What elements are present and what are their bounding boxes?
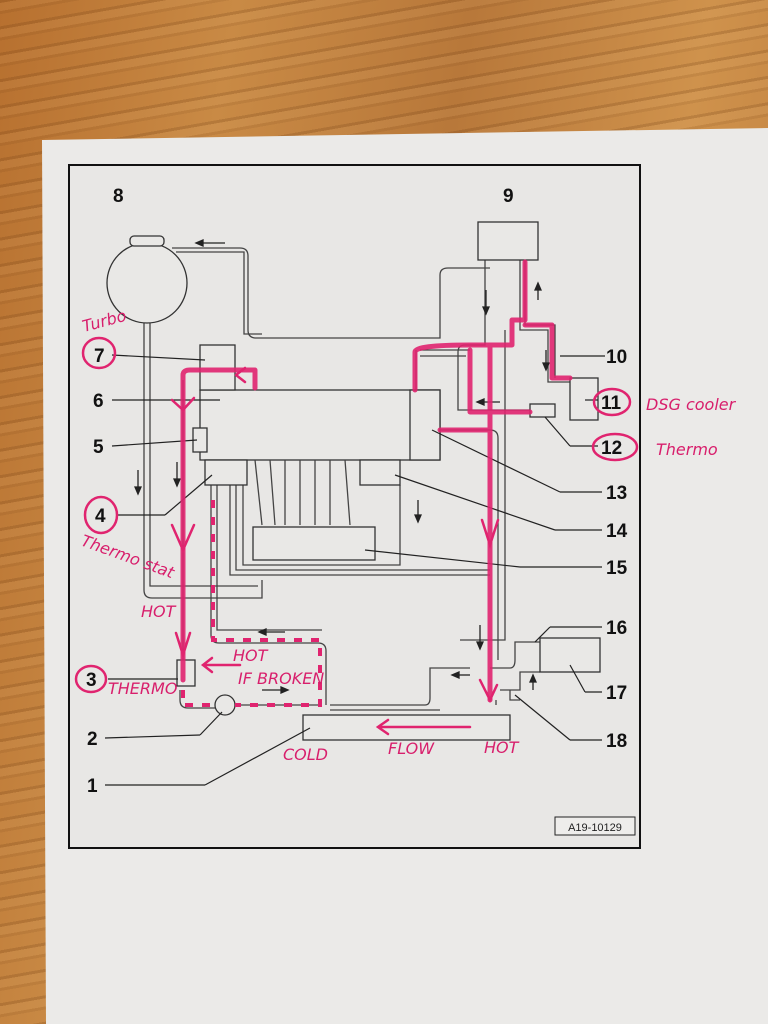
callout-10: 10 bbox=[606, 347, 627, 368]
callout-12: 12 bbox=[601, 438, 622, 459]
annotation-flow: FLOW bbox=[388, 739, 435, 758]
callout-7: 7 bbox=[94, 346, 105, 367]
component-17 bbox=[539, 637, 601, 673]
heater-core-9 bbox=[477, 221, 539, 261]
callout-5: 5 bbox=[93, 437, 104, 458]
engine-block-6 bbox=[199, 389, 441, 461]
oil-cooler-15 bbox=[252, 526, 376, 561]
callout-1: 1 bbox=[87, 776, 98, 797]
callout-17: 17 bbox=[606, 683, 627, 704]
coolant-pump-2 bbox=[214, 694, 236, 716]
thermostat-12 bbox=[529, 403, 556, 418]
callout-15: 15 bbox=[606, 558, 628, 579]
callout-2: 2 bbox=[87, 729, 98, 750]
thermostat-housing-4 bbox=[204, 459, 248, 486]
annotation-if-broken: IF BROKEN bbox=[238, 669, 324, 688]
callout-16: 16 bbox=[606, 618, 627, 639]
component-14 bbox=[359, 459, 401, 486]
tank-cap bbox=[129, 235, 165, 247]
annotation-hot-right: HOT bbox=[484, 738, 520, 757]
callout-4: 4 bbox=[95, 506, 106, 527]
thermostat-3 bbox=[176, 659, 196, 687]
arrows bbox=[134, 239, 550, 694]
annotation-thermo-3: THERMO bbox=[108, 679, 177, 698]
annotation-hot-if: HOT bbox=[233, 646, 269, 665]
annotation-dsg-cooler: DSG cooler bbox=[646, 395, 737, 414]
annotation-hot-left: HOT bbox=[141, 602, 177, 621]
handwritten-markings: Turbo Thermo stat HOT THERMO HOT IF BROK… bbox=[74, 259, 737, 764]
callout-9: 9 bbox=[503, 186, 514, 207]
reference-number: A19-10129 bbox=[568, 822, 622, 834]
reference-stamp-box bbox=[554, 816, 636, 836]
annotation-thermo-12: Thermo bbox=[656, 440, 718, 459]
callout-6: 6 bbox=[93, 391, 104, 412]
callout-11: 11 bbox=[601, 393, 622, 414]
callout-14: 14 bbox=[606, 521, 628, 542]
callout-numbers: 1 2 3 4 5 6 7 8 9 10 11 12 13 14 15 16 1… bbox=[86, 186, 628, 797]
callout-3: 3 bbox=[86, 670, 97, 691]
component-13 bbox=[409, 389, 441, 461]
callout-8: 8 bbox=[113, 186, 124, 207]
callout-18: 18 bbox=[606, 731, 627, 752]
annotation-cold: COLD bbox=[283, 745, 328, 764]
callout-13: 13 bbox=[606, 483, 627, 504]
